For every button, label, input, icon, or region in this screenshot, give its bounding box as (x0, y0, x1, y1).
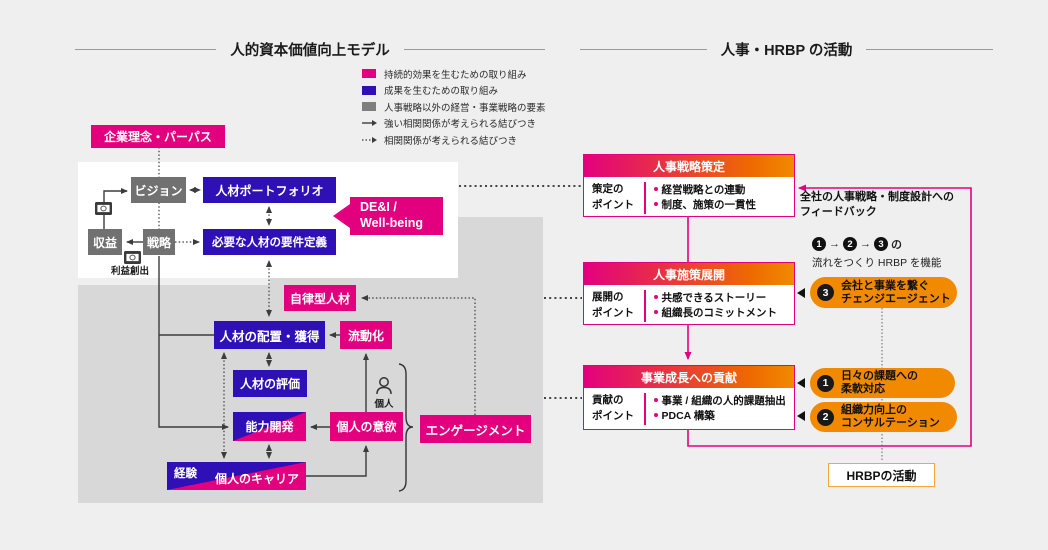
pill-number-icon: 2 (817, 408, 834, 426)
point-item: 経営戦略との連動 (653, 184, 757, 196)
revenue-box: 収益 (88, 229, 122, 255)
strategy-to-development-arrow (158, 256, 229, 430)
talent-placement-box: 人材の配置・獲得 (214, 321, 325, 349)
pill-consultation: 2 組織力向上のコンサルテーション (810, 402, 957, 432)
separator-line (644, 182, 646, 214)
points-label: 策定のポイント (592, 183, 634, 211)
pill-number-icon: 3 (817, 284, 834, 301)
points-label: 貢献のポイント (592, 394, 634, 422)
feedback-note: 全社の人事戦略・制度設計へのフィードバック (800, 191, 954, 219)
point-item: PDCA 構築 (653, 410, 786, 422)
hr-measures-deployment-box: 人事施策展開 展開のポイント 共感できるストーリー 組織長のコミットメント (583, 262, 795, 325)
left-section-title: 人的資本価値向上モデル (75, 39, 545, 60)
right-section-title: 人事・HRBP の活動 (580, 39, 994, 60)
profit-creation-label: 利益創出 (110, 266, 149, 277)
philosophy-purpose-box: 企業理念・パーパス (91, 125, 225, 148)
hr-measures-deployment-title: 人事施策展開 (584, 263, 794, 285)
pill-number-icon: 1 (817, 374, 834, 392)
bullet-dot (653, 398, 658, 403)
divider-line (75, 49, 217, 50)
pill1-pointer-triangle (797, 378, 805, 388)
legend-item: 相関関係が考えられる結びつき (362, 133, 546, 147)
divider-line (866, 49, 994, 50)
legend-item: 持続的効果を生むための取り組み (362, 67, 546, 81)
separator-line (644, 393, 646, 425)
talent-portfolio-box: 人材ポートフォリオ (203, 177, 336, 203)
flow-step-3-icon: 3 (874, 237, 888, 251)
legend-item: 成果を生むための取り組み (362, 84, 546, 97)
individual-motivation-box: 個人の意欲 (330, 412, 403, 441)
flow-step-1-icon: 1 (812, 237, 826, 251)
solid-arrow-icon (362, 118, 378, 128)
bullet-dot (653, 202, 658, 207)
feedback-loop-pink-arrow (687, 184, 972, 447)
dei-wellbeing-box: DE&I / Well-being (350, 197, 443, 235)
strategy-box: 戦略 (143, 229, 175, 255)
career-label: 個人のキャリア (214, 472, 299, 486)
page-title-right: 人事・HRBP の活動 (720, 43, 853, 59)
legend-item: 強い相関関係が考えられる結びつき (362, 117, 546, 130)
hr-strategy-formulation-box: 人事戦略策定 策定のポイント 経営戦略との連動 制度、施策の一貫性 (583, 154, 795, 217)
pink-swatch-icon (362, 69, 378, 78)
pill-change-agent: 3 会社と事業を繋ぐチェンジエージェント (810, 277, 957, 308)
engagement-brace (398, 363, 414, 492)
pill-daily-issues: 1 日々の課題への柔軟対応 (810, 368, 955, 398)
hr-strategy-formulation-title: 人事戦略策定 (584, 155, 794, 177)
talent-requirements-box: 必要な人材の要件定義 (203, 229, 336, 255)
point-item: 事業 / 組織の人的課題抽出 (653, 395, 786, 407)
dei-pointer-triangle (333, 204, 350, 228)
engagement-box: エンゲージメント (420, 415, 531, 443)
point-item: 制度、施策の一貫性 (653, 199, 756, 211)
experience-label: 経験 (174, 468, 197, 480)
hrbp-activities-box: HRBPの活動 (828, 463, 935, 487)
pill3-pointer-triangle (797, 288, 805, 298)
legend: 持続的効果を生むための取り組み 成果を生むための取り組み 人事戦略以外の経営・事… (362, 67, 546, 150)
blue-swatch-icon (362, 85, 378, 95)
divider-line (403, 49, 545, 50)
pill2-pointer-triangle (797, 411, 805, 421)
point-item: 組織長のコミットメント (653, 307, 777, 319)
flow-note: 1 → 2 → 3 の 流れをつくり HRBP を機能 (812, 237, 942, 269)
divider-line (580, 49, 707, 50)
page-title-left: 人的資本価値向上モデル (230, 43, 390, 59)
business-growth-contribution-box: 事業成長への貢献 貢献のポイント 事業 / 組織の人的課題抽出 PDCA 構築 (583, 365, 795, 430)
career-to-motivation-arrow (306, 445, 369, 477)
separator-line (644, 290, 646, 322)
vision-box: ビジョン (131, 177, 186, 203)
business-growth-contribution-title: 事業成長への貢献 (584, 366, 794, 388)
autonomous-talent-box: 自律型人材 (284, 285, 356, 311)
flow-step-2-icon: 2 (843, 237, 857, 251)
person-icon (376, 377, 392, 395)
money-icon-1 (95, 202, 112, 215)
talent-evaluation-box: 人材の評価 (233, 370, 307, 397)
gray-swatch-icon (362, 102, 378, 112)
point-item: 共感できるストーリー (653, 292, 778, 304)
revenue-to-vision-arrow (103, 188, 128, 229)
bullet-dot (653, 295, 658, 300)
bullet-dot (653, 310, 658, 315)
points-label: 展開のポイント (592, 291, 634, 319)
legend-item: 人事戦略以外の経営・事業戦略の要素 (362, 100, 546, 114)
money-icon-2 (124, 251, 141, 264)
experience-career-box: 経験 個人のキャリア (167, 462, 306, 490)
dotted-arrow-icon (362, 135, 378, 145)
bullet-dot (653, 187, 658, 192)
mobility-box: 流動化 (340, 321, 392, 349)
bullet-dot (653, 413, 658, 418)
capability-development-box: 能力開発 (233, 412, 306, 441)
individual-label: 個人 (374, 399, 394, 410)
